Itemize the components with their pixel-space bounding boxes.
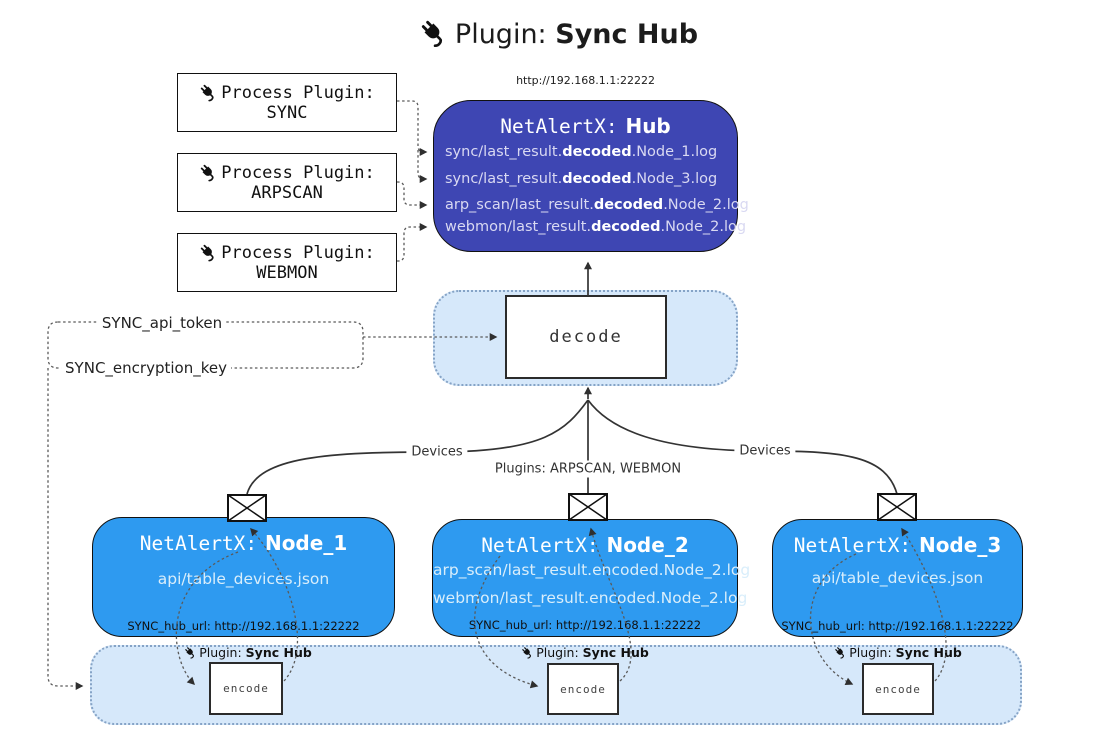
plug-icon [184, 646, 197, 659]
hub-log-line: sync/last_result.decoded.Node_1.log [445, 144, 718, 160]
sync-api-token-label: SYNC_api_token [97, 314, 227, 332]
plug-icon [199, 163, 218, 182]
hub-log-line: webmon/last_result.decoded.Node_2.log [445, 219, 747, 235]
encode-box-3: encode [862, 663, 934, 715]
encoder2-plugin-label: Plugin: Sync Hub [490, 645, 680, 660]
devices-label-left: Devices [406, 443, 468, 461]
node2-file: arp_scan/last_result.encoded.Node_2.log [433, 561, 751, 579]
node3-file: api/table_devices.json [811, 569, 984, 587]
process-plugin-label: Process Plugin: [221, 242, 375, 263]
encode-box-2: encode [547, 663, 619, 715]
process-plugin-label: Process Plugin: [221, 162, 375, 183]
plug-icon [834, 646, 847, 659]
title-name: Sync Hub [555, 19, 699, 50]
edge-arpscan-to-log3 [397, 181, 428, 209]
node1-title: NetAlertX:Node_1 [139, 531, 348, 555]
process-plugin-name: WEBMON [256, 262, 318, 283]
envelope-icon [877, 493, 917, 521]
process-plugin-box-sync: Process Plugin: SYNC [177, 73, 397, 132]
hub-title-prefix: NetAlertX: [500, 115, 618, 138]
encoder3-plugin-label: Plugin: Sync Hub [803, 645, 993, 660]
node2-file: webmon/last_result.encoded.Node_2.log [433, 589, 748, 607]
node2-title: NetAlertX:Node_2 [481, 533, 689, 557]
node2-hub-url: SYNC_hub_url: http://192.168.1.1:22222 [468, 618, 702, 632]
process-plugin-label: Process Plugin: [221, 82, 375, 103]
hub-url-label: http://192.168.1.1:22222 [516, 74, 655, 87]
hub-log-line: sync/last_result.decoded.Node_3.log [445, 171, 718, 187]
devices-label-right: Devices [734, 442, 796, 460]
sync-encryption-key-label: SYNC_encryption_key [61, 359, 231, 377]
node2-box: NetAlertX:Node_2 arp_scan/last_result.en… [432, 519, 751, 637]
process-plugin-box-arpscan: Process Plugin: ARPSCAN [177, 153, 397, 212]
process-plugin-box-webmon: Process Plugin: WEBMON [177, 233, 397, 292]
encoder1-plugin-label: Plugin: Sync Hub [153, 645, 343, 660]
plug-icon [199, 243, 218, 262]
hub-log-line: arp_scan/last_result.decoded.Node_2.log [445, 197, 749, 213]
edge-sync-to-log1 [397, 100, 428, 156]
edge-key-to-band [47, 368, 84, 690]
decode-label: decode [549, 327, 623, 347]
decode-box: decode [505, 295, 667, 379]
plugins-label-mid: Plugins: ARPSCAN, WEBMON [489, 460, 687, 478]
node3-title: NetAlertX:Node_3 [793, 533, 1002, 557]
hub-title-name: Hub [625, 114, 671, 138]
node3-hub-url: SYNC_hub_url: http://192.168.1.1:22222 [781, 619, 1014, 633]
hub-title: NetAlertX: Hub [434, 114, 737, 138]
edge-webmon-to-log4 [397, 223, 428, 262]
title-prefix: Plugin: [454, 19, 547, 50]
plug-icon [521, 646, 534, 659]
page-title: Plugin: Sync Hub [0, 18, 1117, 50]
process-plugin-name: ARPSCAN [251, 182, 323, 203]
node1-box: NetAlertX:Node_1 api/table_devices.json … [92, 517, 395, 637]
edge-sync-to-log2 [417, 150, 428, 183]
hub-box: NetAlertX: Hub sync/last_result.decoded.N… [433, 100, 749, 252]
plug-icon [199, 83, 218, 102]
node1-hub-url: SYNC_hub_url: http://192.168.1.1:22222 [127, 619, 360, 633]
node1-file: api/table_devices.json [157, 570, 330, 588]
encode-box-1: encode [209, 662, 283, 715]
envelope-icon [568, 493, 608, 521]
plug-icon [419, 18, 449, 48]
node3-box: NetAlertX:Node_3 api/table_devices.json … [772, 519, 1023, 637]
process-plugin-name: SYNC [266, 102, 308, 123]
